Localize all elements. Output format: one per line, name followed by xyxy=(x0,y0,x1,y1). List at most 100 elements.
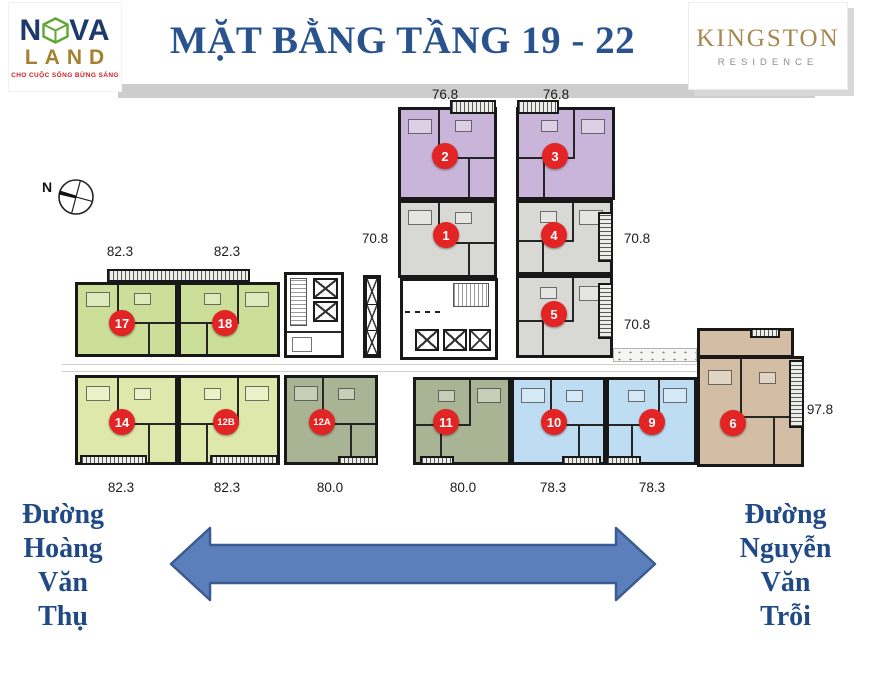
unit-badge-3: 3 xyxy=(542,143,568,169)
novaland-wordmark: N VA xyxy=(19,13,110,47)
page-title: MẶT BẰNG TẦNG 19 - 22 xyxy=(169,19,636,62)
furniture xyxy=(85,386,110,402)
stairs xyxy=(453,283,489,307)
area-label-unit-14: 82.3 xyxy=(107,480,135,495)
interior-wall xyxy=(571,278,574,320)
novaland-letter-n: N xyxy=(19,13,43,47)
furniture xyxy=(627,389,645,402)
interior-wall xyxy=(116,378,119,424)
furniture xyxy=(204,388,222,401)
furniture xyxy=(437,389,455,402)
interior-wall xyxy=(572,110,575,157)
interior-wall xyxy=(469,380,472,425)
furniture xyxy=(294,386,319,402)
street-label-right: Đường Nguyễn Văn Trỗi xyxy=(703,498,868,634)
elevator-box-icon xyxy=(313,301,338,322)
street-right-line: Trỗi xyxy=(760,601,811,632)
area-label-unit-12B: 82.3 xyxy=(213,480,241,495)
svg-text:N: N xyxy=(42,179,52,195)
unit-17 xyxy=(75,282,178,357)
core-room xyxy=(292,337,312,352)
balcony-hatch xyxy=(517,100,559,114)
double-arrow xyxy=(169,526,657,602)
interior-wall xyxy=(438,156,494,159)
interior-wall xyxy=(287,331,341,333)
novaland-land-text: LAND xyxy=(24,45,112,69)
balcony-hatch xyxy=(80,455,147,465)
street-right-line: Đường xyxy=(744,499,827,530)
interior-wall xyxy=(322,423,375,426)
nova-cube-icon xyxy=(42,17,69,44)
unit-badge-18: 18 xyxy=(212,310,238,336)
area-label-unit-12A: 80.0 xyxy=(316,480,344,495)
unit-badge-12B: 12B xyxy=(213,409,239,435)
interior-wall xyxy=(549,424,603,427)
furniture xyxy=(245,291,270,307)
furniture xyxy=(204,293,222,306)
interior-wall xyxy=(116,423,175,426)
area-label-unit-4: 70.8 xyxy=(623,231,651,246)
elevator-box-icon xyxy=(366,304,378,331)
furniture xyxy=(758,371,776,384)
elevator-box-icon xyxy=(415,329,439,351)
unit-badge-4: 4 xyxy=(541,222,567,248)
furniture xyxy=(408,118,433,134)
interior-wall xyxy=(740,359,743,416)
balcony-hatch xyxy=(789,360,804,428)
balcony-hatch xyxy=(598,212,613,262)
interior-wall xyxy=(147,423,150,462)
interior-wall xyxy=(147,322,150,354)
street-left-line: Văn xyxy=(38,567,88,598)
furniture xyxy=(408,210,433,226)
area-label-unit-6: 97.8 xyxy=(806,402,834,417)
furniture xyxy=(541,120,559,133)
unit-11 xyxy=(413,377,511,465)
interior-wall xyxy=(467,241,470,275)
elevator-shaft xyxy=(363,275,381,358)
street-left-line: Thụ xyxy=(38,601,88,632)
balcony-hatch xyxy=(420,456,454,465)
novaland-logo: N VA LAND CHO CUỘC SỐNG BỪNG SÁNG xyxy=(8,2,122,92)
balcony-hatch xyxy=(338,456,378,465)
interior-wall xyxy=(322,378,325,424)
furniture xyxy=(134,293,152,306)
furniture xyxy=(338,388,356,401)
furniture xyxy=(708,369,733,385)
interior-wall xyxy=(438,241,494,244)
unit-badge-1: 1 xyxy=(433,222,459,248)
compass-icon: N xyxy=(42,179,94,215)
balcony-hatch xyxy=(598,283,613,339)
area-label-unit-10: 78.3 xyxy=(539,480,567,495)
furniture xyxy=(540,287,558,300)
interior-wall xyxy=(740,415,801,418)
furniture xyxy=(521,388,546,404)
interior-wall xyxy=(542,319,545,355)
area-label-unit-9: 78.3 xyxy=(638,480,666,495)
street-right-line: Văn xyxy=(760,567,811,598)
novaland-tagline: CHO CUỘC SỐNG BỪNG SÁNG xyxy=(11,71,119,79)
interior-wall xyxy=(438,110,441,157)
balcony-hatch xyxy=(606,456,641,465)
area-label-unit-18: 82.3 xyxy=(213,244,241,259)
furniture xyxy=(134,388,152,401)
elevator-box-icon xyxy=(469,329,491,351)
interior-wall xyxy=(116,322,175,325)
interior-wall xyxy=(578,424,581,462)
interior-wall xyxy=(205,423,208,462)
corridor-guide-line xyxy=(62,371,714,372)
unit-interior xyxy=(287,378,375,462)
balcony-hatch xyxy=(562,456,601,465)
area-label-unit-11: 80.0 xyxy=(449,480,477,495)
furniture xyxy=(476,388,501,404)
balcony-hatch xyxy=(450,100,496,114)
unit-interior xyxy=(514,380,603,462)
elevator-box-icon xyxy=(366,330,378,355)
furniture xyxy=(454,120,472,133)
unit-interior xyxy=(416,380,508,462)
interior-wall xyxy=(549,380,552,425)
unit-badge-10: 10 xyxy=(541,409,567,435)
furniture xyxy=(245,386,270,402)
street-left-line: Hoàng xyxy=(23,533,103,564)
unit-badge-12A: 12A xyxy=(309,409,335,435)
header-divider-band xyxy=(118,84,815,98)
